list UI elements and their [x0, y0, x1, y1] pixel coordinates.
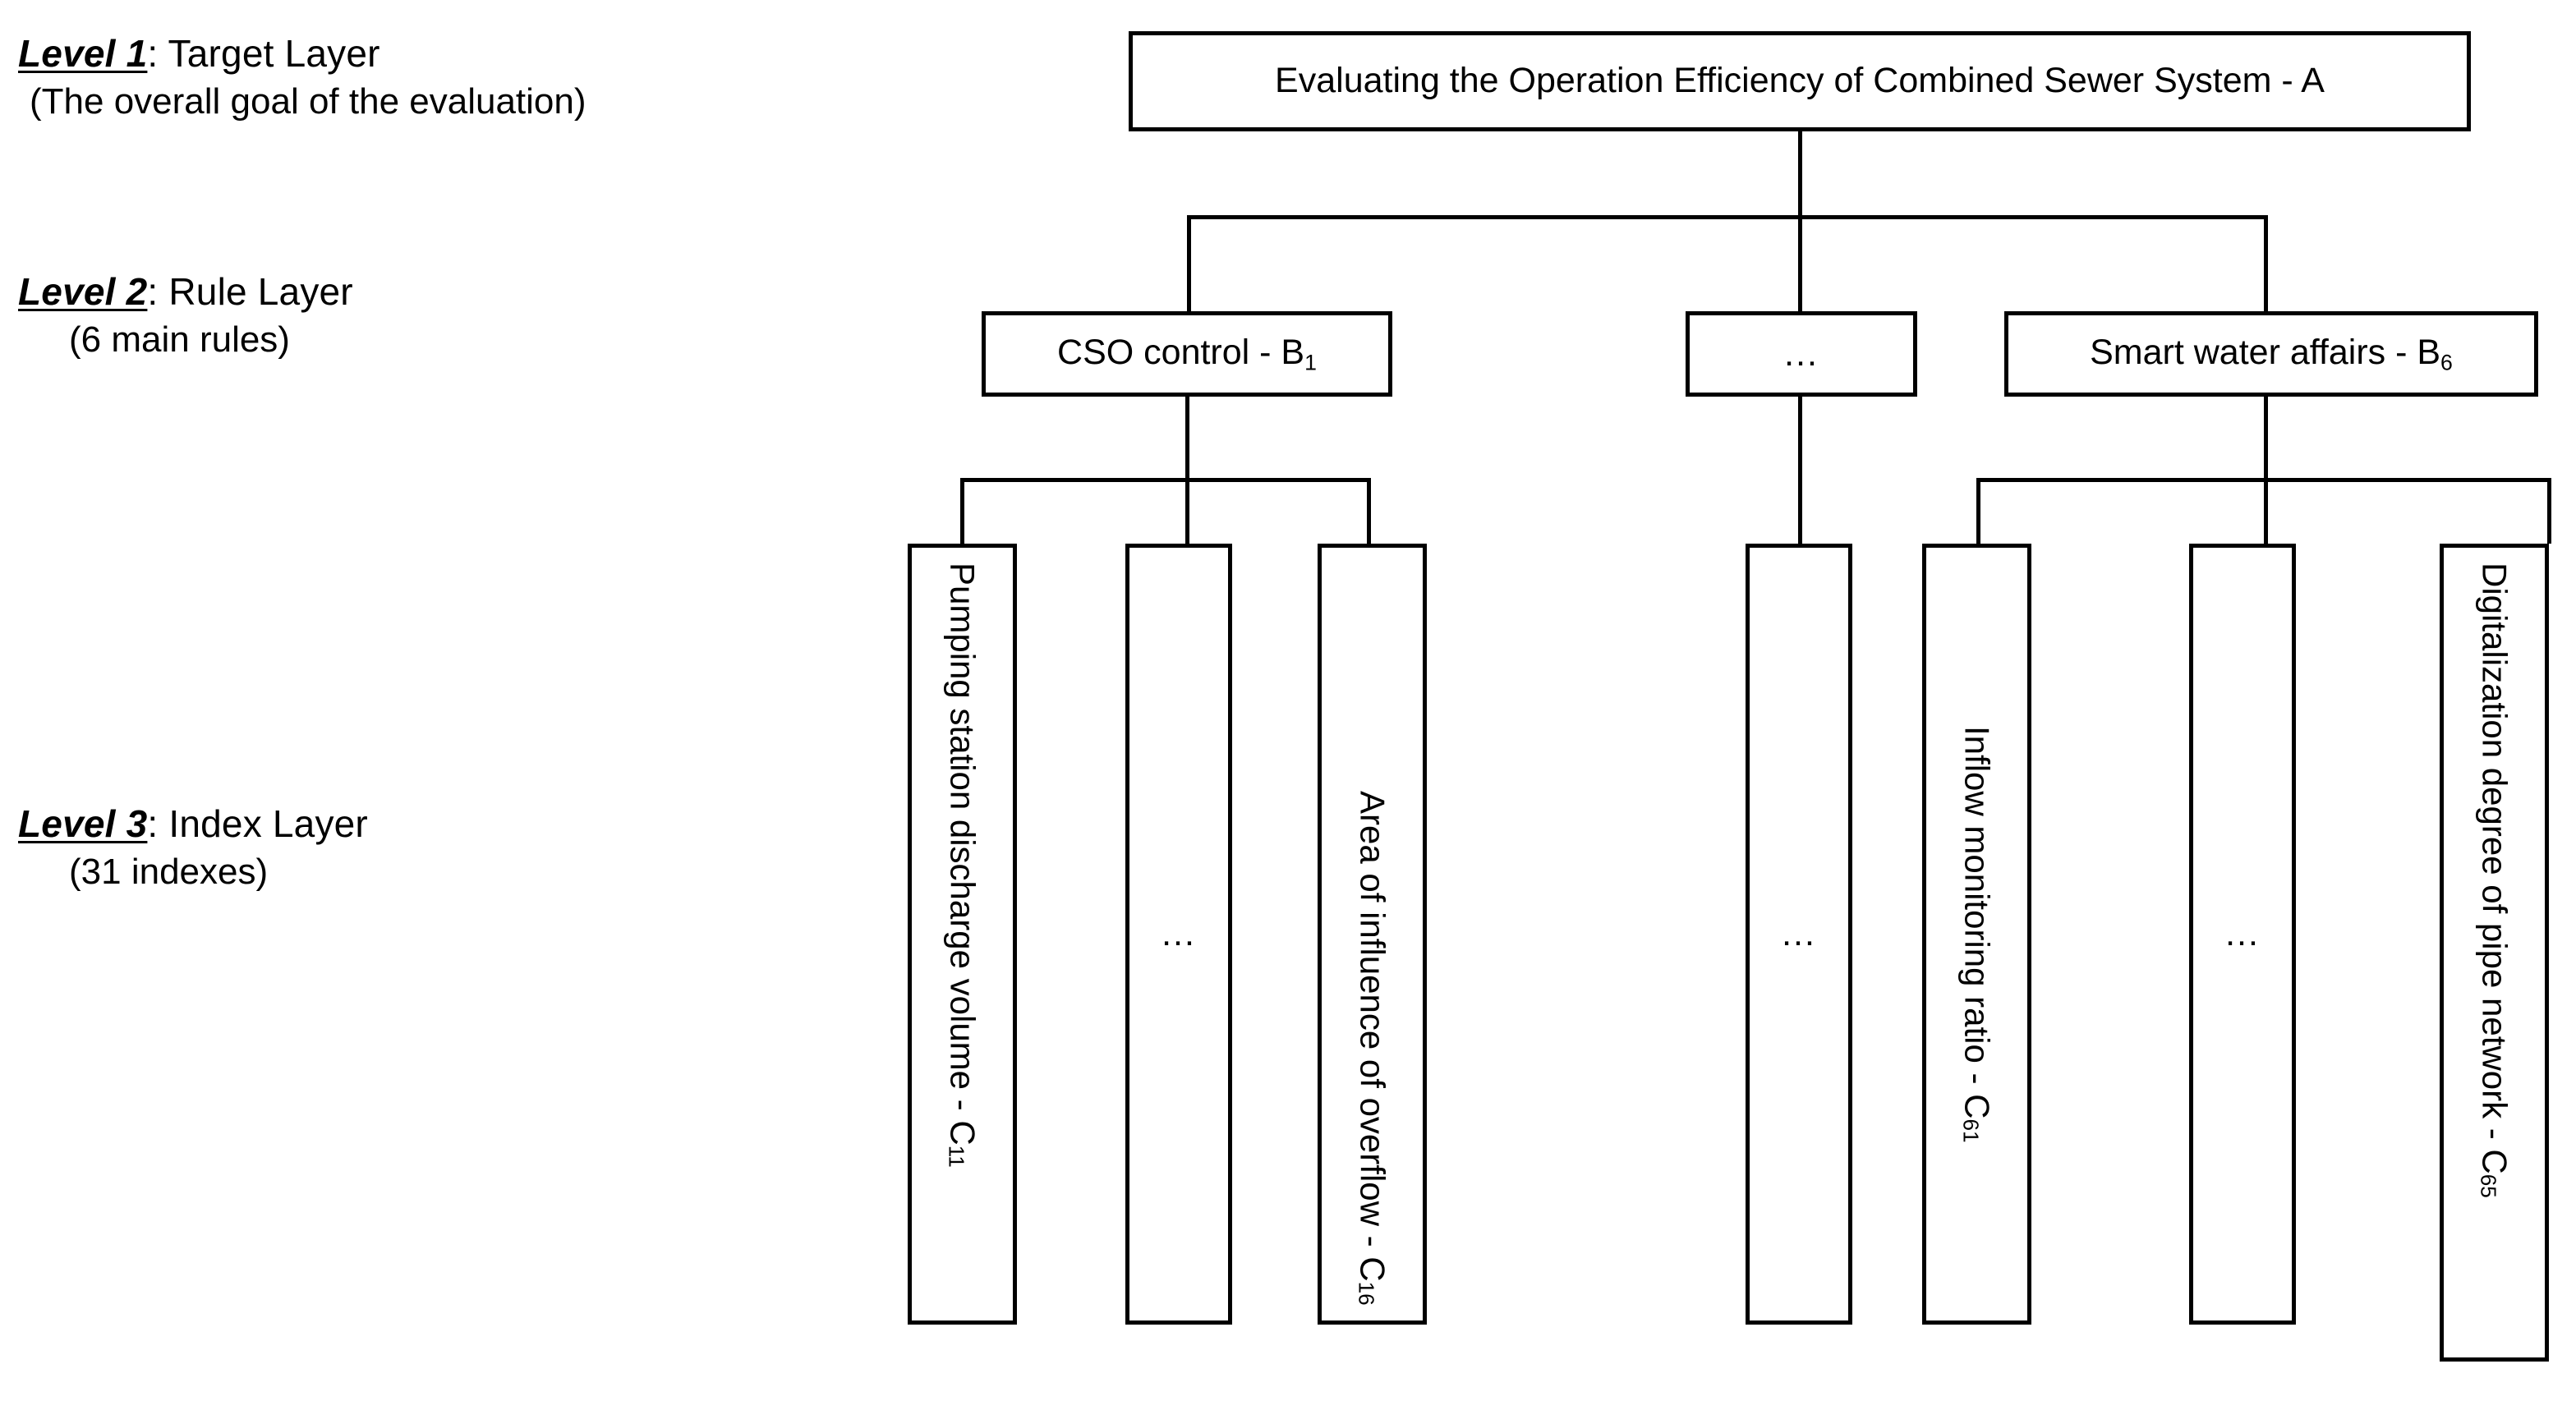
index-node-c65-label: Digitalization degree of pipe network - …	[2475, 563, 2514, 1198]
connector-b1-drop-2	[1185, 478, 1189, 544]
connector-rule-drop-2	[1798, 215, 1802, 311]
level-2-name: Rule Layer	[168, 270, 353, 313]
level-3-heading: Level 3: Index Layer	[18, 802, 368, 845]
connector-target-stem	[1798, 131, 1802, 215]
connector-b6-stem	[2264, 397, 2268, 478]
connector-b1-drop-1	[960, 478, 964, 544]
connector-middle-stem	[1798, 397, 1802, 544]
rule-node-b1[interactable]: CSO control - B1	[982, 311, 1392, 397]
index-node-ellipsis-1-label: …	[1160, 913, 1198, 954]
rule-node-b1-label: CSO control - B1	[1057, 332, 1317, 375]
level-1-note: (The overall goal of the evaluation)	[30, 81, 586, 122]
index-node-c16-label: Area of influence of overflow - C16	[1353, 791, 1392, 1306]
index-node-ellipsis-2[interactable]: …	[1746, 544, 1852, 1325]
target-node[interactable]: Evaluating the Operation Efficiency of C…	[1129, 31, 2471, 131]
index-node-ellipsis-1[interactable]: …	[1125, 544, 1232, 1325]
level-3-separator: :	[147, 802, 169, 845]
index-node-c61-label: Inflow monitoring ratio - C61	[1957, 725, 1997, 1143]
level-3-caption: Level 3: Index Layer (31 indexes)	[18, 801, 368, 893]
level-3-name: Index Layer	[168, 802, 368, 845]
rule-node-ellipsis-label: …	[1782, 333, 1820, 374]
rule-node-b6-label: Smart water affairs - B6	[2090, 332, 2453, 375]
rule-node-b6[interactable]: Smart water affairs - B6	[2004, 311, 2538, 397]
level-1-name: Target Layer	[168, 32, 380, 75]
index-node-c61[interactable]: Inflow monitoring ratio - C61	[1922, 544, 2031, 1325]
connector-rule-bus	[1187, 215, 2268, 219]
level-2-heading: Level 2: Rule Layer	[18, 270, 353, 313]
level-1-key: Level 1	[18, 32, 148, 75]
connector-b1-stem	[1185, 397, 1189, 478]
level-2-key: Level 2	[18, 270, 148, 313]
level-1-caption: Level 1: Target Layer (The overall goal …	[18, 31, 586, 123]
index-node-c65[interactable]: Digitalization degree of pipe network - …	[2440, 544, 2549, 1362]
index-node-ellipsis-3[interactable]: …	[2189, 544, 2296, 1325]
level-3-key: Level 3	[18, 802, 148, 845]
connector-rule-drop-3	[2264, 215, 2268, 311]
connector-b1-bus	[960, 478, 1371, 482]
index-node-ellipsis-3-label: …	[2224, 913, 2261, 954]
level-1-heading: Level 1: Target Layer	[18, 32, 380, 75]
connector-b6-drop-2	[2264, 478, 2268, 544]
index-node-c16[interactable]: Area of influence of overflow - C16	[1318, 544, 1427, 1325]
level-2-caption: Level 2: Rule Layer (6 main rules)	[18, 269, 353, 361]
target-node-label: Evaluating the Operation Efficiency of C…	[1275, 61, 2325, 101]
level-1-separator: :	[147, 32, 168, 75]
level-2-separator: :	[147, 270, 169, 313]
level-2-note: (6 main rules)	[69, 319, 290, 361]
level-3-note: (31 indexes)	[69, 852, 269, 893]
connector-b6-drop-1	[1976, 478, 1980, 544]
rule-node-ellipsis[interactable]: …	[1686, 311, 1917, 397]
connector-b6-drop-3	[2547, 478, 2551, 544]
index-node-c11-label: Pumping station discharge volume - C11	[943, 563, 982, 1168]
connector-rule-drop-1	[1187, 215, 1191, 311]
index-node-ellipsis-2-label: …	[1780, 913, 1818, 954]
connector-b1-drop-3	[1367, 478, 1371, 544]
index-node-c11[interactable]: Pumping station discharge volume - C11	[908, 544, 1017, 1325]
